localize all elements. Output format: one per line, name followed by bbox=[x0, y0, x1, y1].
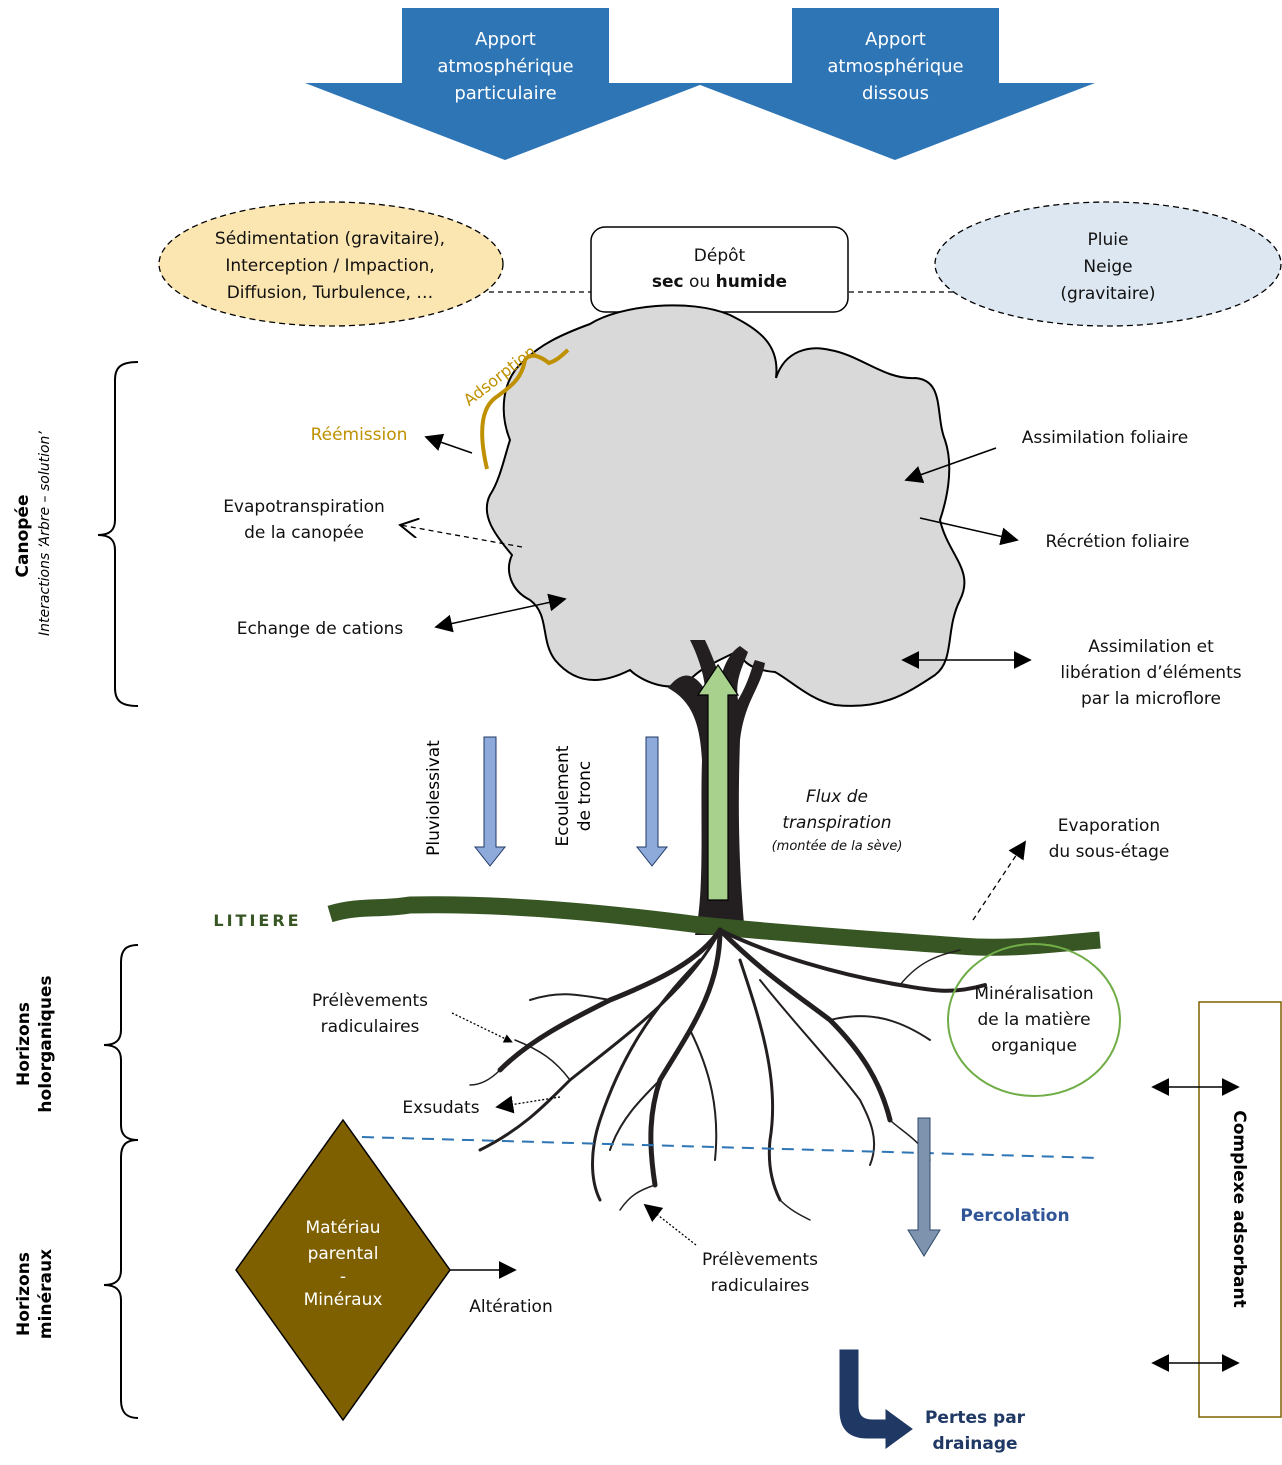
canopy-brace bbox=[97, 361, 139, 707]
foliar-assimilation-label: Assimilation foliaire bbox=[1021, 428, 1189, 448]
mineralisation-label: Minéralisation de la matière organique bbox=[974, 984, 1094, 1056]
horizon-boundary bbox=[361, 1136, 1101, 1159]
reemission-arrow bbox=[424, 433, 473, 454]
mineral-side-label: Horizons minéraux bbox=[14, 1248, 56, 1340]
canopy-side-label: Canopée Interactions ‘Arbre – solution’ bbox=[13, 431, 53, 636]
depot-label: Dépôt sec ou humide bbox=[651, 246, 788, 292]
holorganic-brace bbox=[103, 944, 139, 1141]
litter-label: LITIERE bbox=[213, 911, 302, 930]
microflora-label: Assimilation et libération d’éléments pa… bbox=[1060, 637, 1242, 709]
exudates-label: Exsudats bbox=[402, 1098, 480, 1118]
dissolved-input-label: Apport atmosphérique dissous bbox=[827, 29, 964, 104]
reemission-label: Réémission bbox=[310, 425, 408, 445]
root-system bbox=[469, 927, 987, 1221]
evapotranspiration-label: Evapotranspiration de la canopée bbox=[223, 497, 385, 543]
understory-evaporation-arrow bbox=[972, 840, 1026, 921]
root-uptake-bottom-label: Prélèvements radiculaires bbox=[701, 1250, 819, 1296]
throughfall-label: Pluviolessivat bbox=[424, 740, 444, 856]
exudates-arrow bbox=[495, 1095, 561, 1114]
exchange-complex-label: Complexe adsorbant bbox=[1229, 1110, 1249, 1308]
foliar-recretion-arrow bbox=[919, 517, 1019, 546]
exchange-complex-box bbox=[1198, 1001, 1282, 1418]
cation-exchange-label: Echange de cations bbox=[236, 619, 404, 639]
deposition-mechanisms-label: Sédimentation (gravitaire), Interception… bbox=[214, 229, 446, 303]
drainage-arrow bbox=[839, 1349, 913, 1449]
percolation-arrow bbox=[907, 1117, 941, 1257]
stemflow-label: Ecoulement de tronc bbox=[553, 745, 595, 847]
foliar-assimilation-arrow bbox=[904, 447, 997, 484]
holorganic-side-label: Horizons holorganiques bbox=[14, 975, 56, 1113]
parent-material-label: Matériau parental - Minéraux bbox=[303, 1218, 383, 1310]
throughfall-arrow bbox=[473, 736, 507, 867]
transpiration-sub-label: (montée de la sève) bbox=[771, 839, 903, 854]
litter-band bbox=[327, 896, 1101, 956]
adsorption-curve bbox=[480, 348, 570, 470]
sap-flow-arrow bbox=[696, 663, 740, 901]
parent-material-diamond bbox=[235, 1118, 451, 1422]
weathering-label: Altération bbox=[469, 1297, 553, 1317]
precipitation-label: Pluie Neige (gravitaire) bbox=[1060, 230, 1156, 304]
particulate-input-label: Apport atmosphérique particulaire bbox=[437, 29, 574, 104]
percolation-label: Percolation bbox=[960, 1206, 1070, 1226]
particulate-input-arrow bbox=[305, 8, 705, 160]
mineral-brace bbox=[103, 1139, 139, 1419]
foliar-recretion-label: Récrétion foliaire bbox=[1045, 532, 1190, 552]
drainage-label: Pertes par drainage bbox=[924, 1408, 1026, 1454]
transpiration-label: Flux de transpiration bbox=[782, 787, 892, 833]
stemflow-arrow bbox=[635, 736, 669, 867]
evapotranspiration-arrow bbox=[400, 525, 523, 548]
canopy-shape bbox=[485, 304, 966, 707]
cation-exchange-arrow bbox=[434, 593, 567, 633]
understory-evaporation-label: Evaporation du sous-étage bbox=[1048, 816, 1170, 862]
mineralisation-circle bbox=[947, 943, 1121, 1097]
dissolved-input-arrow bbox=[695, 8, 1095, 160]
root-uptake-bottom-pointer bbox=[643, 1203, 697, 1246]
root-uptake-top-pointer bbox=[451, 1012, 513, 1043]
root-uptake-top-label: Prélèvements radiculaires bbox=[311, 991, 429, 1037]
precipitation-ellipse bbox=[934, 201, 1282, 327]
mechanisms-ellipse bbox=[158, 201, 504, 327]
